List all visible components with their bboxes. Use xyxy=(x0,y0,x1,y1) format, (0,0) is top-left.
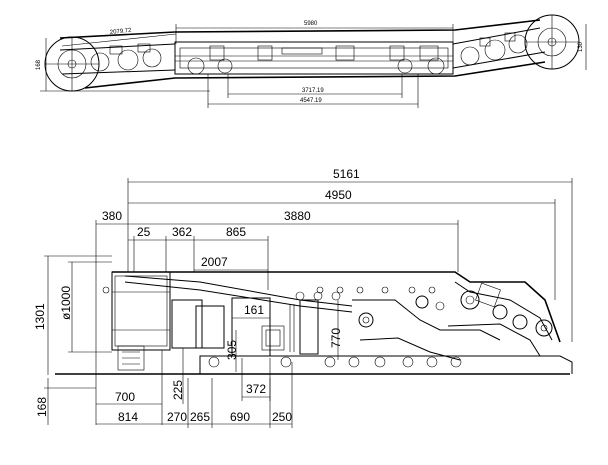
dim-5161: 5161 xyxy=(333,167,360,181)
dim-2079: 2079.72 xyxy=(110,28,133,36)
dim-700: 700 xyxy=(115,390,135,404)
dim-3880: 3880 xyxy=(284,209,311,223)
dim-372: 372 xyxy=(246,382,266,396)
dim-770: 770 xyxy=(329,328,343,348)
dim-250: 250 xyxy=(272,410,292,424)
front-dimensions-inner: 161 305 770 372 225 xyxy=(171,300,343,404)
dim-5980: 5980 xyxy=(304,21,318,27)
front-dimensions-left: 1301 ø1000 168 xyxy=(33,255,112,425)
dim-814: 814 xyxy=(118,410,138,424)
dim-362: 362 xyxy=(172,225,192,239)
dim-305: 305 xyxy=(225,340,239,360)
dim-25: 25 xyxy=(137,225,151,239)
dim-265: 265 xyxy=(190,410,210,424)
dim-380: 380 xyxy=(102,209,122,223)
dim-4547: 4547.19 xyxy=(300,98,322,104)
front-view: 5161 4950 3880 380 25 362 865 2007 xyxy=(33,167,573,428)
dim-4950: 4950 xyxy=(325,188,352,202)
front-machine xyxy=(55,271,573,375)
drum-body xyxy=(111,271,171,351)
dim-168: 168 xyxy=(35,397,49,417)
side-body xyxy=(40,19,546,92)
dim-690: 690 xyxy=(230,410,250,424)
left-block xyxy=(117,345,145,371)
side-view: 5980 2079.72 3717.19 4547.19 168 130 xyxy=(36,14,587,108)
dim-168-side: 168 xyxy=(36,59,42,70)
front-dimensions-top: 5161 4950 3880 380 25 362 865 2007 xyxy=(95,167,573,425)
dim-225: 225 xyxy=(171,380,185,400)
front-dimensions-bottom: 700 814 270 265 690 250 xyxy=(96,350,292,428)
side-right-wheel xyxy=(524,14,580,70)
dim-phi1000: ø1000 xyxy=(59,286,73,320)
dim-161: 161 xyxy=(244,303,264,317)
dim-865: 865 xyxy=(226,225,246,239)
side-dimensions: 5980 2079.72 3717.19 4547.19 168 130 xyxy=(36,21,587,108)
dim-130: 130 xyxy=(578,41,584,52)
dim-3717: 3717.19 xyxy=(302,88,324,94)
dim-1301: 1301 xyxy=(33,303,47,330)
dim-270: 270 xyxy=(167,410,187,424)
dim-2007: 2007 xyxy=(201,255,228,269)
